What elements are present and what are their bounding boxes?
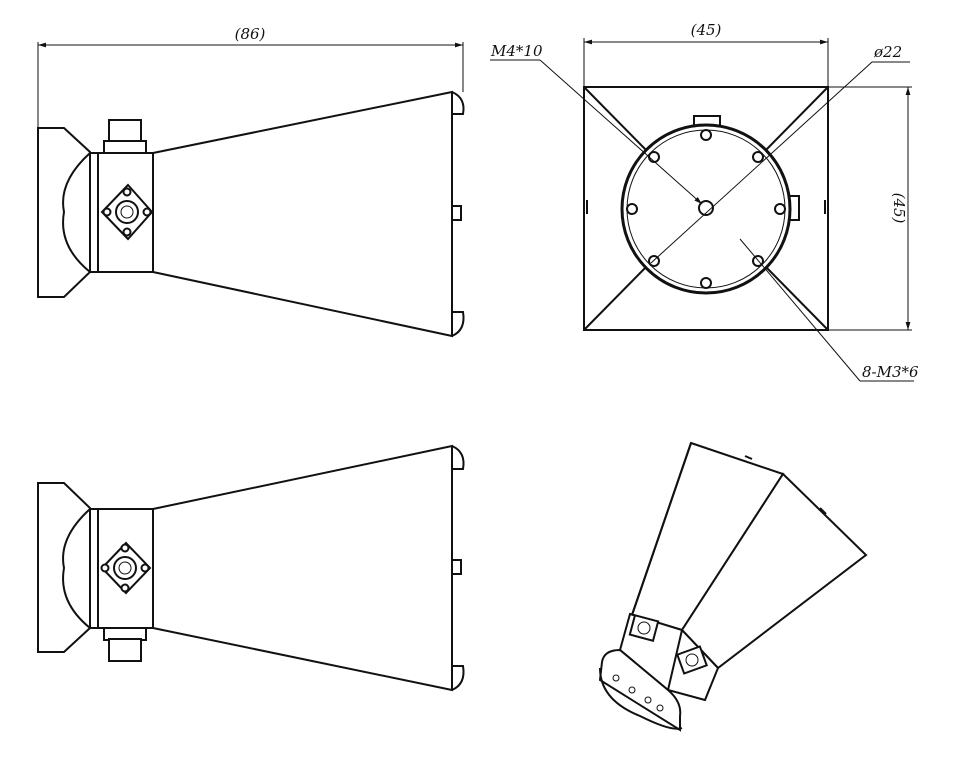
isometric-view [598,441,868,732]
center-thread-label: M4*10 [490,42,543,60]
holes-label: 8-M3*6 [862,363,919,381]
dim-length-label: (86) [235,25,266,43]
bolt-circle-label: ø22 [873,43,902,61]
dim-width-label: (45) [691,21,722,39]
front-view: (45) (45) M4*10 [490,21,919,382]
bottom-view [37,444,465,692]
side-view: (86) [37,25,465,338]
dim-height-label: (45) [890,193,908,224]
